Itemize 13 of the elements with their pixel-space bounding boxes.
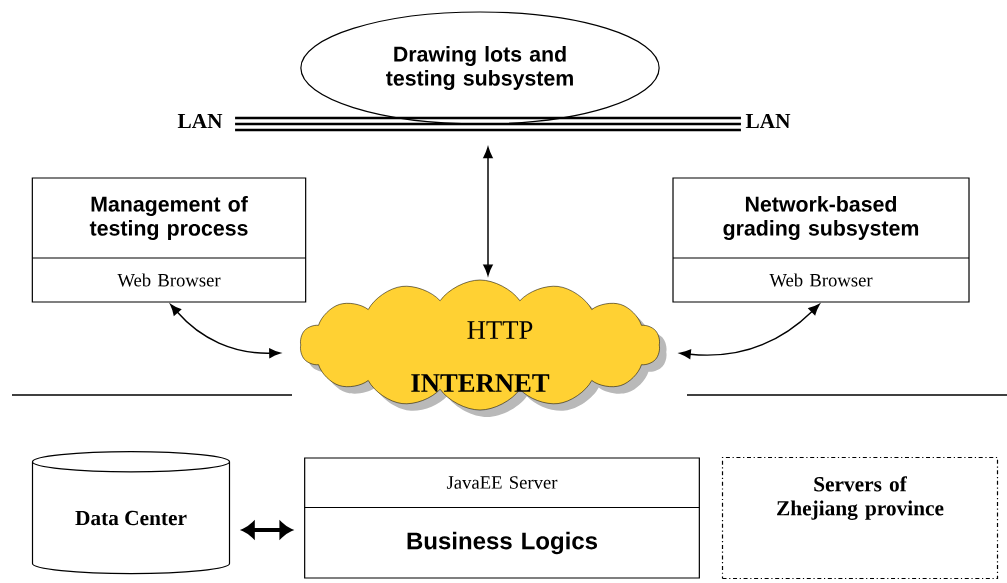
lan-label: LAN <box>177 113 223 129</box>
layered-box: JavaEE Server Business Logics <box>303 457 701 579</box>
arrow <box>679 303 820 359</box>
lan-bus <box>235 116 741 132</box>
server-box: Servers of Zhejiang province <box>721 456 999 580</box>
layered-box: Management of testing process Web Browser <box>31 177 307 303</box>
lan-label: LAN <box>745 113 791 129</box>
layered-box: Network-based grading subsystem Web Browser <box>672 177 970 303</box>
database-cylinder: Data Center <box>31 451 231 575</box>
internet-cloud: HTTP INTERNET <box>300 279 667 417</box>
double-arrow <box>242 521 293 539</box>
arrow <box>483 147 493 276</box>
arrow <box>170 304 281 358</box>
